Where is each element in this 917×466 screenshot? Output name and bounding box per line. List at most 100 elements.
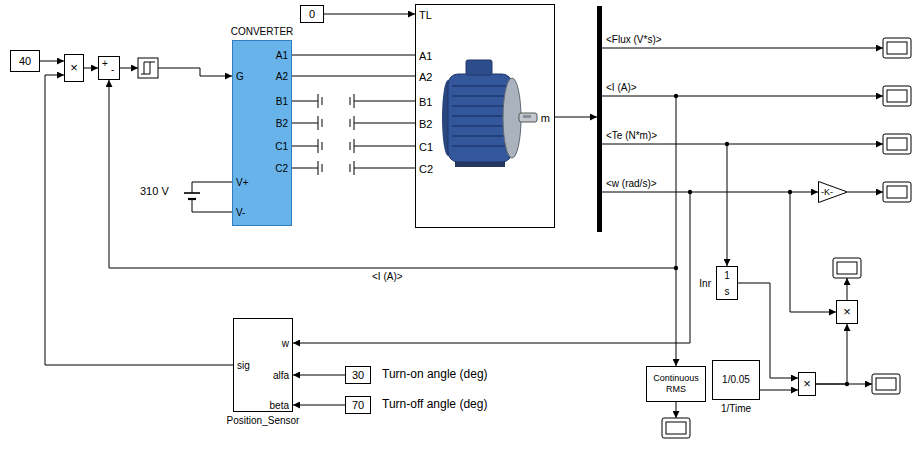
constant-block: 40 [10, 50, 40, 72]
signal-wire [727, 144, 728, 266]
relay-box [138, 58, 158, 78]
dc-source-symbol [184, 182, 232, 212]
signal-wire [602, 96, 883, 97]
product-block: × [64, 54, 84, 82]
capacitor-port-symbol [292, 139, 415, 153]
power-connection [292, 76, 415, 77]
signal-name: <Flux (V*s)> [606, 34, 662, 46]
signal-name: <w (rad/s)> [606, 178, 657, 190]
cooling-fins [452, 86, 508, 146]
capacitor-port-symbol [292, 161, 415, 175]
port-label: B2 [276, 118, 288, 130]
port-label: C2 [275, 163, 288, 175]
signal-wire [158, 68, 232, 76]
scope-screen [887, 42, 907, 54]
annotation-text: Turn-on angle (deg) [382, 368, 488, 380]
relay-block [138, 58, 158, 78]
scope-symbol [662, 418, 690, 438]
scope-symbol [872, 374, 900, 394]
port-label: A1 [419, 50, 432, 62]
signal-wire [120, 68, 138, 69]
gain-value: -K- [821, 186, 833, 198]
port-label: m [541, 112, 550, 124]
source-wire [192, 182, 232, 212]
shaft-key [523, 115, 531, 118]
fraction-denominator: s [725, 286, 730, 298]
constant-value: 40 [19, 55, 31, 67]
motor-housing [448, 74, 512, 162]
scope-symbol [883, 182, 911, 202]
constant-value: 0 [309, 8, 315, 20]
signal-wire [602, 192, 818, 193]
signal-wire [790, 192, 836, 312]
sign-label: + [102, 58, 108, 70]
signal-line [324, 14, 415, 15]
branch-dot [674, 266, 678, 270]
sign-label: - [111, 64, 114, 76]
port-label: B1 [276, 96, 288, 108]
product-block: × [798, 372, 816, 396]
signal-wire [676, 402, 677, 418]
signal-line [40, 61, 64, 62]
scope-symbol [883, 86, 911, 106]
port-label: TL [419, 9, 432, 21]
motor-block: TLA1A2B1B2C1C2m [415, 4, 555, 228]
signal-wire [602, 48, 883, 49]
signal-wire [848, 192, 883, 193]
scope-screen [837, 262, 857, 274]
constant-value: 1/0.05 [722, 374, 750, 386]
signal-wire [293, 192, 690, 343]
motor-shaft [519, 113, 537, 122]
subsystem-block: sigwalfabetaPosition_Sensor [233, 318, 293, 412]
block-name: CONVERTER [231, 26, 294, 38]
constant-block: 0 [300, 5, 324, 23]
block-name: Position_Sensor [227, 415, 300, 427]
branch-dot [725, 142, 729, 146]
port-label: V- [236, 207, 245, 219]
port-label: V+ [236, 177, 249, 189]
signal-line [293, 405, 345, 406]
rms-block: Continuous RMS [646, 366, 706, 402]
port-label: beta [270, 400, 289, 412]
signal-name: <I (A)> [606, 82, 637, 94]
constant-block: 70 [345, 396, 371, 414]
fraction-numerator: 1 [724, 270, 730, 282]
signal-wire [676, 96, 677, 366]
scope-screen [887, 186, 907, 198]
capacitor-port-symbol [292, 94, 415, 108]
port-label: sig [237, 360, 250, 372]
constant-value: 70 [352, 399, 364, 411]
signal-line [760, 390, 798, 391]
port-label: C1 [419, 141, 433, 153]
motor-front-cap [503, 78, 521, 158]
integrator-block: Inr1s [716, 266, 738, 300]
signal-wire [602, 144, 883, 145]
scope-screen [887, 138, 907, 150]
battery-plate [184, 192, 200, 194]
block-text: Continuous RMS [651, 373, 701, 395]
signal-line [816, 324, 847, 384]
port-label: A2 [276, 71, 288, 83]
branch-dot [788, 190, 792, 194]
constant-block: 30 [345, 366, 371, 384]
signal-wires [109, 48, 883, 418]
capacitor-port-symbol [292, 116, 415, 130]
hysteresis-symbol [141, 62, 155, 74]
gain-block: -K- [818, 181, 848, 203]
block-name: 1/Time [721, 403, 751, 415]
power-connection [292, 55, 415, 56]
port-label: G [236, 71, 244, 83]
converter-block: CONVERTERGV+V-A1A2B1B2C1C2 [232, 40, 292, 226]
signal-line [45, 75, 233, 365]
gain-outline [819, 182, 848, 203]
scope-screen [887, 90, 907, 102]
terminal-box [466, 60, 492, 75]
port-label: A1 [276, 50, 288, 62]
sum-block: +- [98, 56, 120, 80]
port-label: A2 [419, 71, 432, 83]
scope-symbol [883, 38, 911, 58]
